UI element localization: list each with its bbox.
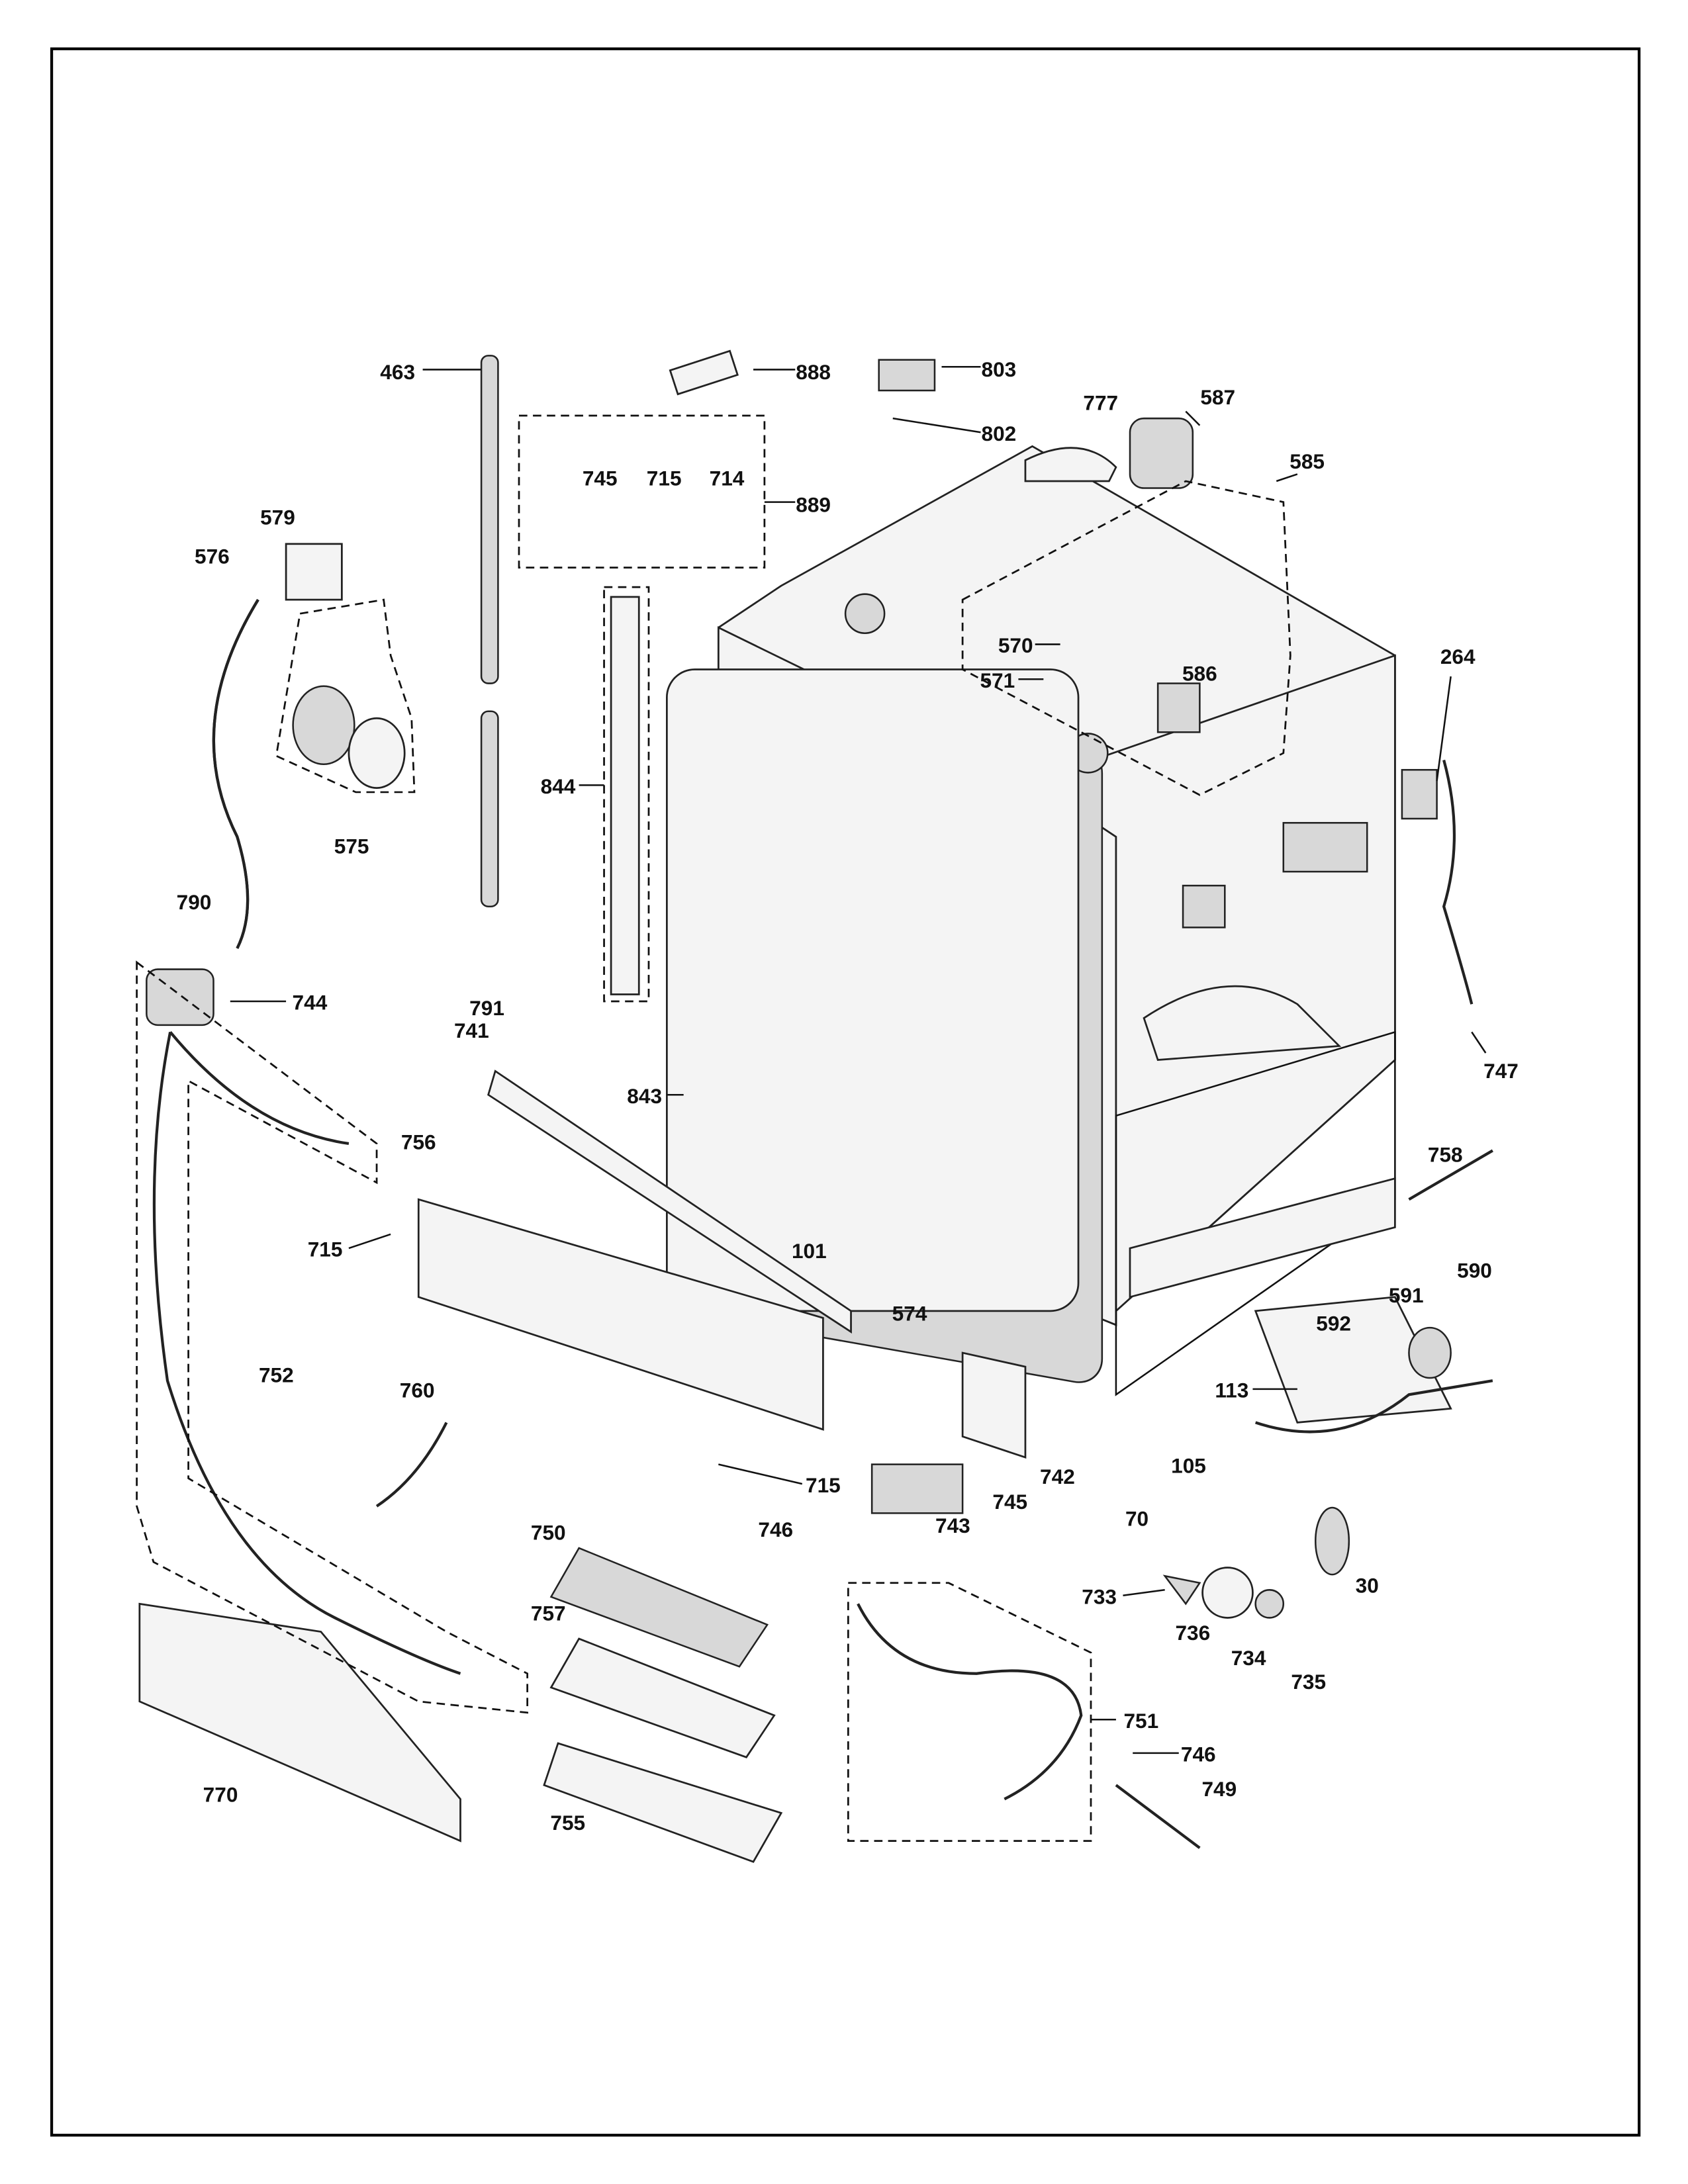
part-number-label: 790: [177, 890, 212, 914]
part-number-label: 745: [992, 1490, 1027, 1514]
leader-line: [718, 1463, 803, 1485]
part-number-label: 715: [806, 1473, 841, 1497]
part-number-label: 591: [1389, 1283, 1424, 1307]
part-number-label: 70: [1125, 1506, 1149, 1530]
part-number-label: 744: [293, 991, 328, 1015]
pump-744: [146, 968, 214, 1026]
part-number-label: 571: [980, 668, 1015, 692]
part-number-label: 758: [1428, 1142, 1463, 1166]
part-number-label: 579: [260, 505, 295, 529]
part-number-label: 756: [401, 1130, 436, 1154]
part-number-label: 803: [982, 357, 1017, 381]
part-number-label: 587: [1200, 385, 1235, 409]
leader-line: [1471, 1031, 1487, 1054]
leader-line: [1123, 1589, 1165, 1596]
part-number-label: 592: [1316, 1311, 1351, 1335]
part-number-label: 576: [195, 544, 230, 568]
vent-579: [285, 543, 343, 601]
fill-hose-463: [480, 355, 499, 684]
part-number-label: 745: [583, 466, 618, 490]
part-number-label: 575: [334, 835, 369, 858]
part-number-label: 746: [758, 1518, 793, 1541]
part-number-label: 777: [1083, 391, 1118, 415]
part-number-label: 752: [259, 1363, 294, 1387]
part-number-label: 30: [1356, 1574, 1379, 1598]
group-889: [518, 414, 766, 569]
group-585: [961, 480, 1291, 796]
part-number-label: 802: [982, 422, 1017, 445]
part-number-label: 888: [796, 360, 831, 384]
part-number-label: 751: [1123, 1709, 1158, 1733]
part-number-label: 770: [203, 1783, 238, 1807]
part-number-label: 113: [1215, 1378, 1248, 1402]
group-752: [136, 960, 529, 1714]
leader-line: [1185, 410, 1201, 426]
part-number-label: 743: [935, 1514, 970, 1537]
part-number-label: 715: [647, 466, 682, 490]
part-number-label: 757: [531, 1602, 566, 1625]
leader-line: [348, 1233, 391, 1250]
page-border: [50, 47, 1641, 2137]
part-number-label: 105: [1171, 1453, 1206, 1477]
parts: [138, 349, 1493, 1863]
part-number-label: 791: [469, 996, 504, 1020]
part-number-label: 889: [796, 492, 831, 516]
part-number-label: 742: [1040, 1465, 1075, 1488]
part-number-label: 749: [1201, 1777, 1237, 1801]
part-number-label: 760: [400, 1378, 435, 1402]
part-number-label: 714: [710, 466, 745, 490]
group-844: [603, 586, 650, 1003]
part-number-label: 733: [1082, 1584, 1117, 1608]
part-number-label: 755: [550, 1811, 585, 1835]
part-number-label: 735: [1291, 1670, 1326, 1694]
part-number-label: 741: [454, 1019, 489, 1042]
part-number-label: 746: [1181, 1742, 1216, 1766]
leader-line: [1436, 676, 1452, 782]
drain-hose-791: [480, 710, 499, 907]
group-751: [847, 1582, 1092, 1842]
leader-line: [892, 417, 981, 433]
group-575: [275, 598, 416, 794]
part-number-label: 586: [1182, 661, 1217, 685]
part-labels: 463 888 803 802 777 587 585 745 715 714 889 579 576 2…: [177, 357, 1519, 1835]
part-number-label: 750: [531, 1520, 566, 1544]
part-number-label: 715: [308, 1238, 343, 1261]
part-number-label: 574: [892, 1302, 927, 1326]
part-number-label: 570: [998, 633, 1033, 657]
part-number-label: 736: [1175, 1621, 1210, 1645]
part-number-label: 590: [1457, 1258, 1492, 1282]
part-number-label: 101: [792, 1239, 827, 1263]
leader-line: [1276, 473, 1298, 482]
group-boxes: [136, 414, 1291, 1842]
part-number-label: 264: [1440, 645, 1476, 668]
part-number-label: 843: [627, 1084, 662, 1108]
part-number-label: 734: [1231, 1646, 1266, 1670]
part-number-label: 844: [541, 774, 576, 798]
part-number-label: 463: [380, 360, 415, 384]
part-number-label: 585: [1289, 449, 1325, 473]
part-number-label: 747: [1483, 1059, 1519, 1083]
